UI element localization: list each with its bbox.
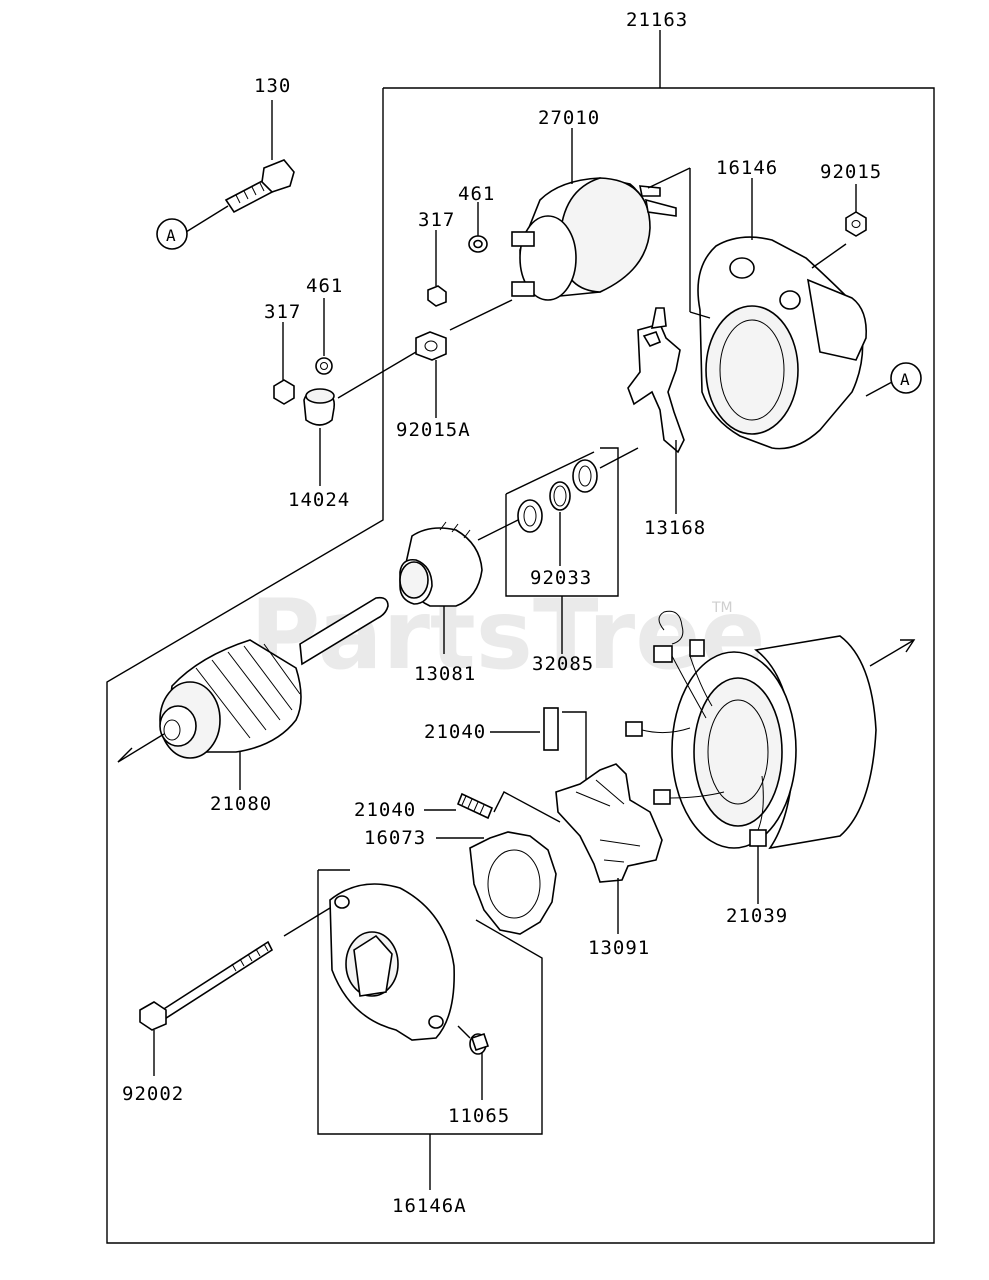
stopper-ring-32085-b[interactable]	[517, 499, 543, 533]
label-92002: 92002	[122, 1083, 184, 1105]
screw-11065[interactable]	[457, 1025, 490, 1100]
nut-317-left[interactable]	[273, 322, 295, 405]
label-32085: 32085	[532, 653, 594, 675]
label-461-left: 461	[306, 275, 343, 297]
ref-a-circle-left	[156, 218, 188, 250]
shift-lever-13168[interactable]	[599, 307, 685, 514]
label-92015: 92015	[820, 161, 882, 183]
label-13081: 13081	[414, 663, 476, 685]
label-21039: 21039	[726, 905, 788, 927]
label-14024: 14024	[288, 489, 350, 511]
label-27010: 27010	[538, 107, 600, 129]
brush-holder-13091[interactable]	[555, 763, 663, 934]
assembly-outline	[106, 30, 935, 1244]
brush-spring-21040-mid[interactable]	[424, 791, 561, 823]
brush-plate-16073[interactable]	[436, 831, 557, 935]
label-16146a: 16146A	[392, 1195, 467, 1217]
label-21040-mid: 21040	[354, 799, 416, 821]
plunger-14024[interactable]	[303, 351, 417, 486]
ref-a-circle-right	[890, 362, 922, 394]
label-461-top: 461	[458, 183, 495, 205]
label-13168: 13168	[644, 517, 706, 539]
bolt-130[interactable]	[185, 100, 295, 233]
label-21163: 21163	[626, 9, 688, 31]
snap-ring-461-left[interactable]	[315, 298, 333, 375]
label-ref-a-left: A	[166, 226, 177, 245]
brush-spring-21040-top[interactable]	[490, 707, 587, 790]
label-16146: 16146	[716, 157, 778, 179]
snap-ring-461-top[interactable]	[468, 202, 488, 253]
label-21080: 21080	[210, 793, 272, 815]
label-130: 130	[254, 75, 291, 97]
yoke-21039[interactable]	[625, 610, 916, 904]
rear-cover-16146a[interactable]	[317, 869, 543, 1190]
pinion-clutch-13081[interactable]	[399, 521, 483, 654]
label-92033: 92033	[530, 567, 592, 589]
label-16073: 16073	[364, 827, 426, 849]
label-317-left: 317	[264, 301, 301, 323]
armature-21080[interactable]	[117, 596, 389, 790]
label-11065: 11065	[448, 1105, 510, 1127]
label-92015a: 92015A	[396, 419, 471, 441]
label-13091: 13091	[588, 937, 650, 959]
label-317-top: 317	[418, 209, 455, 231]
watermark-tm: TM	[711, 600, 733, 616]
front-housing-16146[interactable]	[647, 167, 893, 450]
nut-92015[interactable]	[811, 184, 867, 269]
solenoid-27010[interactable]	[511, 128, 677, 301]
snap-ring-92033[interactable]	[549, 481, 571, 566]
label-21040-top: 21040	[424, 721, 486, 743]
bracket-32085	[477, 447, 619, 654]
nut-92015a[interactable]	[415, 299, 513, 418]
callout-labels: 21163 130 27010 16146 92015 461 317 461 …	[122, 9, 911, 1217]
label-ref-a-right: A	[900, 370, 911, 389]
nut-317-top[interactable]	[427, 230, 447, 307]
through-bolt-92002[interactable]	[139, 907, 331, 1076]
stopper-ring-32085-a[interactable]	[572, 459, 598, 493]
